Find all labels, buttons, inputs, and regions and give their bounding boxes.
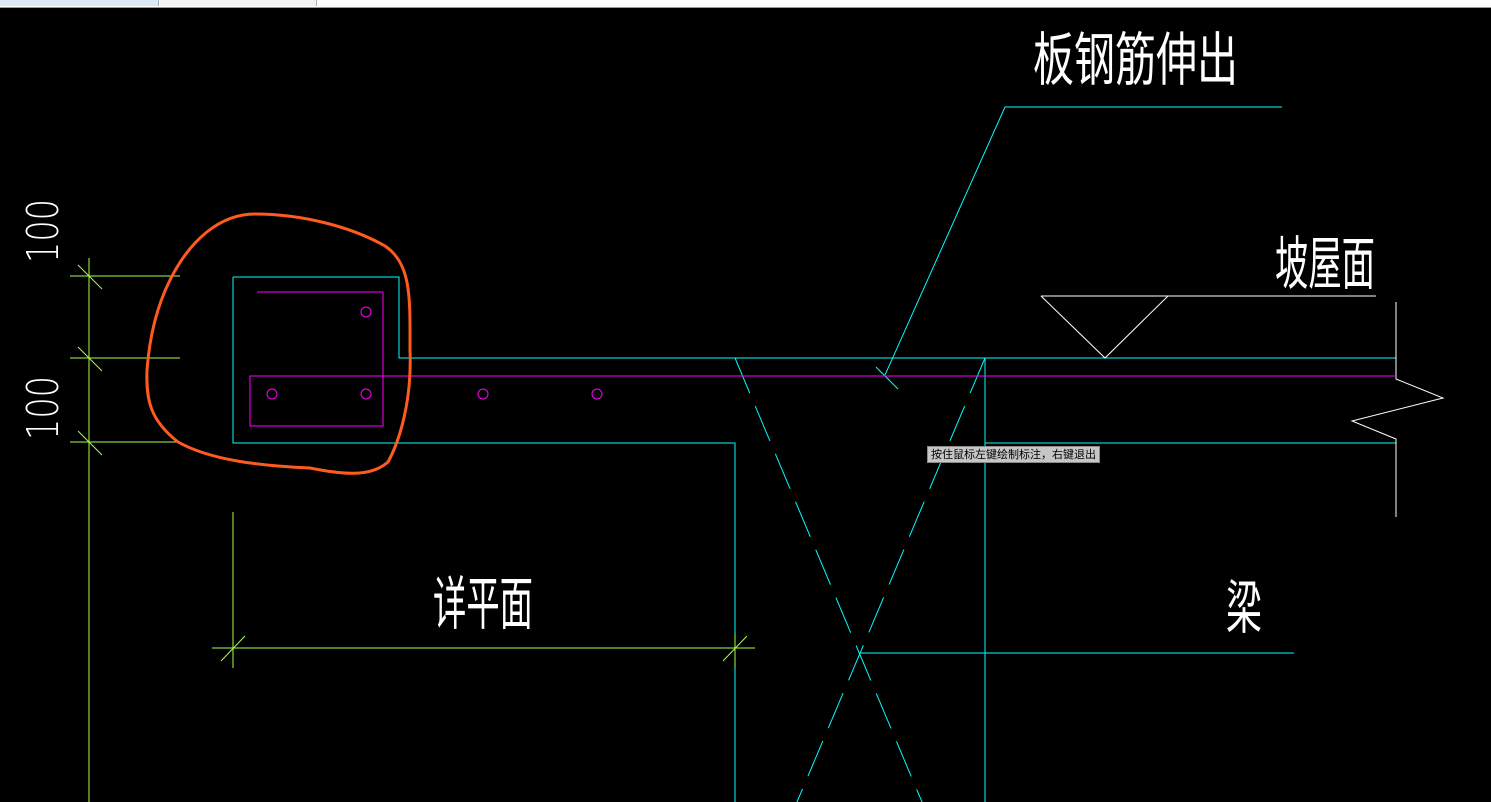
break-line-dashed-1 xyxy=(734,357,923,802)
label-beam: 梁 xyxy=(1226,574,1262,642)
markup-circle xyxy=(145,212,412,475)
dim-value-bottom: 100 xyxy=(18,376,69,440)
label-detail-plan: 详平面 xyxy=(433,570,533,638)
elevation-triangle xyxy=(1040,295,1376,359)
dimension-lines xyxy=(70,258,755,802)
command-tooltip: 按住鼠标左键绘制标注，右键退出 xyxy=(927,446,1100,463)
dim-value-top: 100 xyxy=(18,199,69,263)
rebar-dot xyxy=(360,306,372,318)
slab-outline xyxy=(232,276,1396,802)
rebar-dot xyxy=(266,388,278,400)
leader-slab-rebar xyxy=(884,106,1282,376)
horizontal-dim-line xyxy=(212,512,755,668)
dim-extension-lines xyxy=(70,275,180,443)
top-toolbar-strip xyxy=(0,0,1491,8)
rebar-lines xyxy=(249,291,1396,427)
leader-tick xyxy=(875,366,899,390)
cad-drawing-canvas[interactable]: 板钢筋伸出 坡屋面 详平面 梁 100 100 xyxy=(0,8,1491,802)
rebar-dot xyxy=(591,388,603,400)
rebar-dot xyxy=(477,388,489,400)
slope-roof-symbol xyxy=(1040,295,1445,517)
label-slope-roof: 坡屋面 xyxy=(1275,230,1375,298)
rebar-dot xyxy=(360,388,372,400)
horizontal-dim-ticks xyxy=(220,635,748,662)
break-line-dashed-2 xyxy=(796,357,986,802)
dim-ticks xyxy=(77,264,103,456)
break-symbol xyxy=(1350,302,1445,517)
toolbar-tab-1[interactable] xyxy=(0,0,159,6)
top-rebar xyxy=(249,291,1396,427)
structure-lines xyxy=(232,106,1396,802)
toolbar-tab-2[interactable] xyxy=(160,0,317,6)
label-slab-rebar: 板钢筋伸出 xyxy=(1033,26,1238,94)
